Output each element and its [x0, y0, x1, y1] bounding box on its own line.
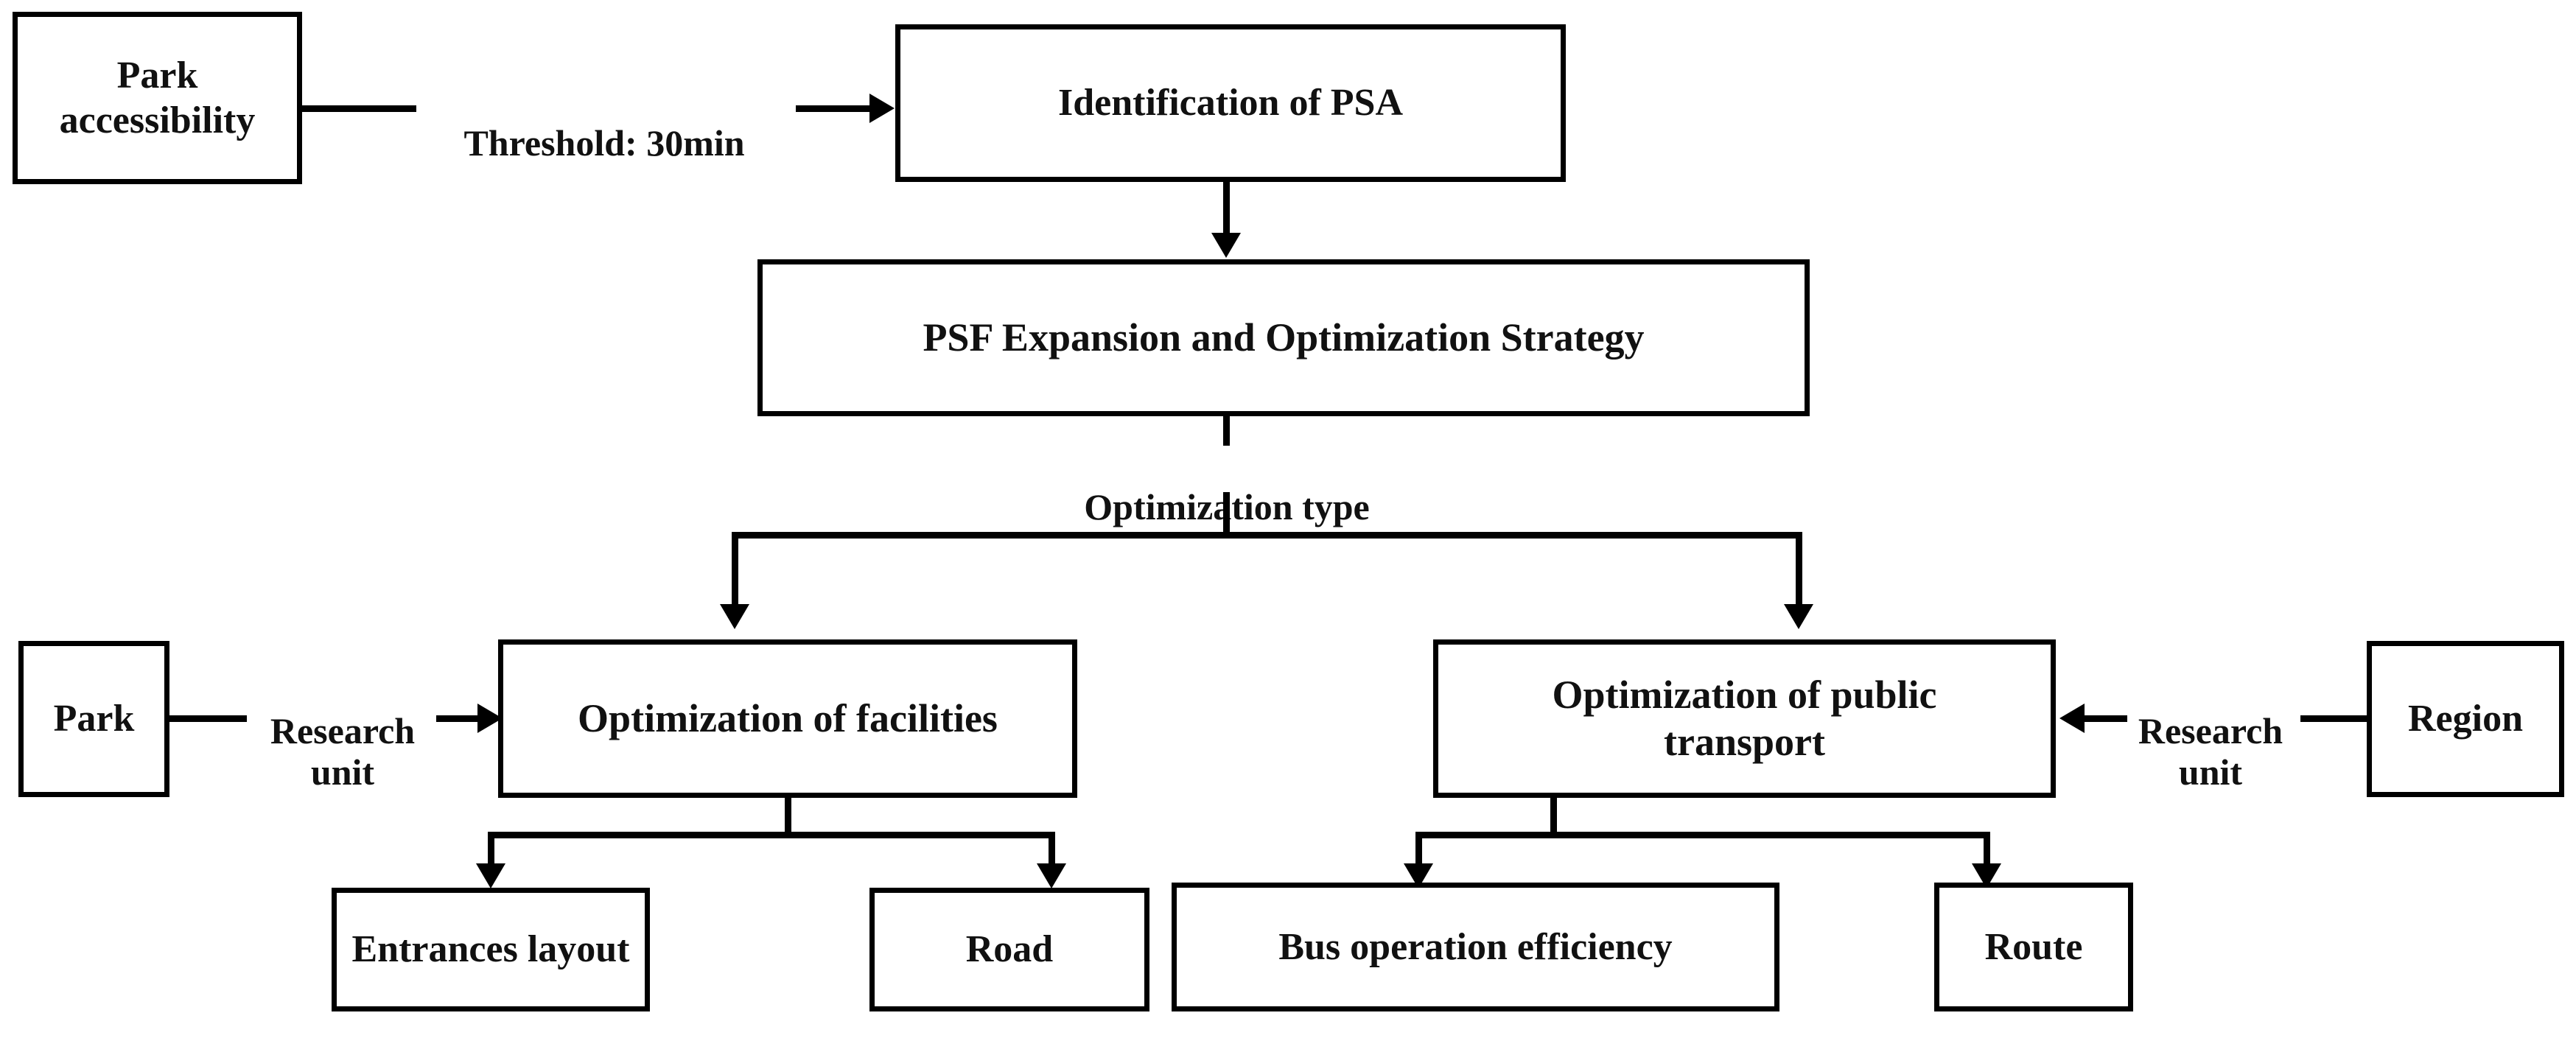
edge-label-research-unit-left: Research unit: [236, 669, 449, 793]
node-park-accessibility[interactable]: Park accessibility: [13, 12, 302, 184]
edge-label-threshold: Threshold: 30min: [413, 81, 796, 164]
edge-label-research-unit-right: Research unit: [2104, 669, 2317, 793]
branch-leg-entrances-layout: [488, 832, 494, 867]
branch-bar-public-transport-children: [1415, 832, 1990, 838]
edge-park-line-left: [169, 715, 247, 722]
node-road[interactable]: Road: [869, 888, 1149, 1011]
edge-facilities-to-children-stem: [785, 798, 791, 835]
node-entrances-layout[interactable]: Entrances layout: [332, 888, 650, 1011]
node-bus-operation-efficiency[interactable]: Bus operation efficiency: [1172, 883, 1779, 1011]
edge-region-line-right: [2300, 715, 2367, 722]
edge-label-optimization-type-text: Optimization type: [1084, 486, 1370, 527]
edge-threshold-line-right: [796, 105, 869, 112]
edge-label-research-unit-right-text: Research unit: [2138, 710, 2283, 793]
node-identification-of-psa-label: Identification of PSA: [1058, 82, 1403, 125]
edge-label-threshold-text: Threshold: 30min: [463, 122, 745, 164]
edge-public-transport-to-children-stem: [1550, 798, 1557, 835]
node-region-label: Region: [2408, 698, 2523, 740]
node-optimization-of-facilities-label: Optimization of facilities: [578, 695, 998, 740]
arrow-threshold-head: [869, 94, 895, 123]
edge-label-research-unit-left-text: Research unit: [270, 710, 416, 793]
edge-psf-to-type-line-lower: [1223, 492, 1230, 538]
branch-leg-bus-operation-efficiency: [1415, 832, 1422, 867]
node-park-accessibility-label: Park accessibility: [59, 54, 256, 141]
edge-park-line-right: [436, 715, 479, 722]
node-identification-of-psa[interactable]: Identification of PSA: [895, 24, 1566, 182]
branch-leg-route: [1984, 832, 1990, 867]
arrow-to-entrances-layout-head: [476, 863, 505, 888]
node-park-label: Park: [53, 698, 135, 740]
node-road-label: Road: [965, 928, 1054, 971]
node-optimization-of-public-transport[interactable]: Optimization of public transport: [1433, 639, 2056, 798]
node-optimization-of-facilities[interactable]: Optimization of facilities: [498, 639, 1077, 798]
branch-leg-road: [1049, 832, 1055, 867]
arrow-to-road-head: [1037, 863, 1066, 888]
node-park[interactable]: Park: [18, 641, 169, 797]
edge-label-optimization-type: Optimization type: [943, 445, 1511, 527]
arrow-psa-to-psf-head: [1211, 233, 1241, 258]
node-route[interactable]: Route: [1934, 883, 2133, 1011]
node-bus-operation-efficiency-label: Bus operation efficiency: [1278, 925, 1673, 968]
branch-leg-public-transport: [1796, 532, 1802, 606]
branch-bar-facilities-children: [488, 832, 1055, 838]
edge-region-line-left: [2085, 715, 2127, 722]
edge-threshold-line-left: [302, 105, 416, 112]
arrow-to-public-transport-head: [1784, 604, 1813, 629]
arrow-region-to-public-transport-head: [2059, 704, 2085, 733]
edge-psf-to-type-line-upper: [1223, 416, 1230, 446]
node-optimization-of-public-transport-label: Optimization of public transport: [1552, 672, 1937, 764]
arrow-to-facilities-head: [720, 604, 749, 629]
edge-psa-to-psf-line: [1223, 182, 1230, 235]
node-psf-strategy-label: PSF Expansion and Optimization Strategy: [923, 315, 1645, 360]
node-entrances-layout-label: Entrances layout: [351, 928, 630, 971]
node-region[interactable]: Region: [2367, 641, 2564, 797]
branch-bar-optimization-type: [732, 532, 1802, 539]
branch-leg-facilities: [732, 532, 738, 606]
node-route-label: Route: [1984, 925, 2083, 968]
node-psf-strategy[interactable]: PSF Expansion and Optimization Strategy: [757, 259, 1810, 416]
